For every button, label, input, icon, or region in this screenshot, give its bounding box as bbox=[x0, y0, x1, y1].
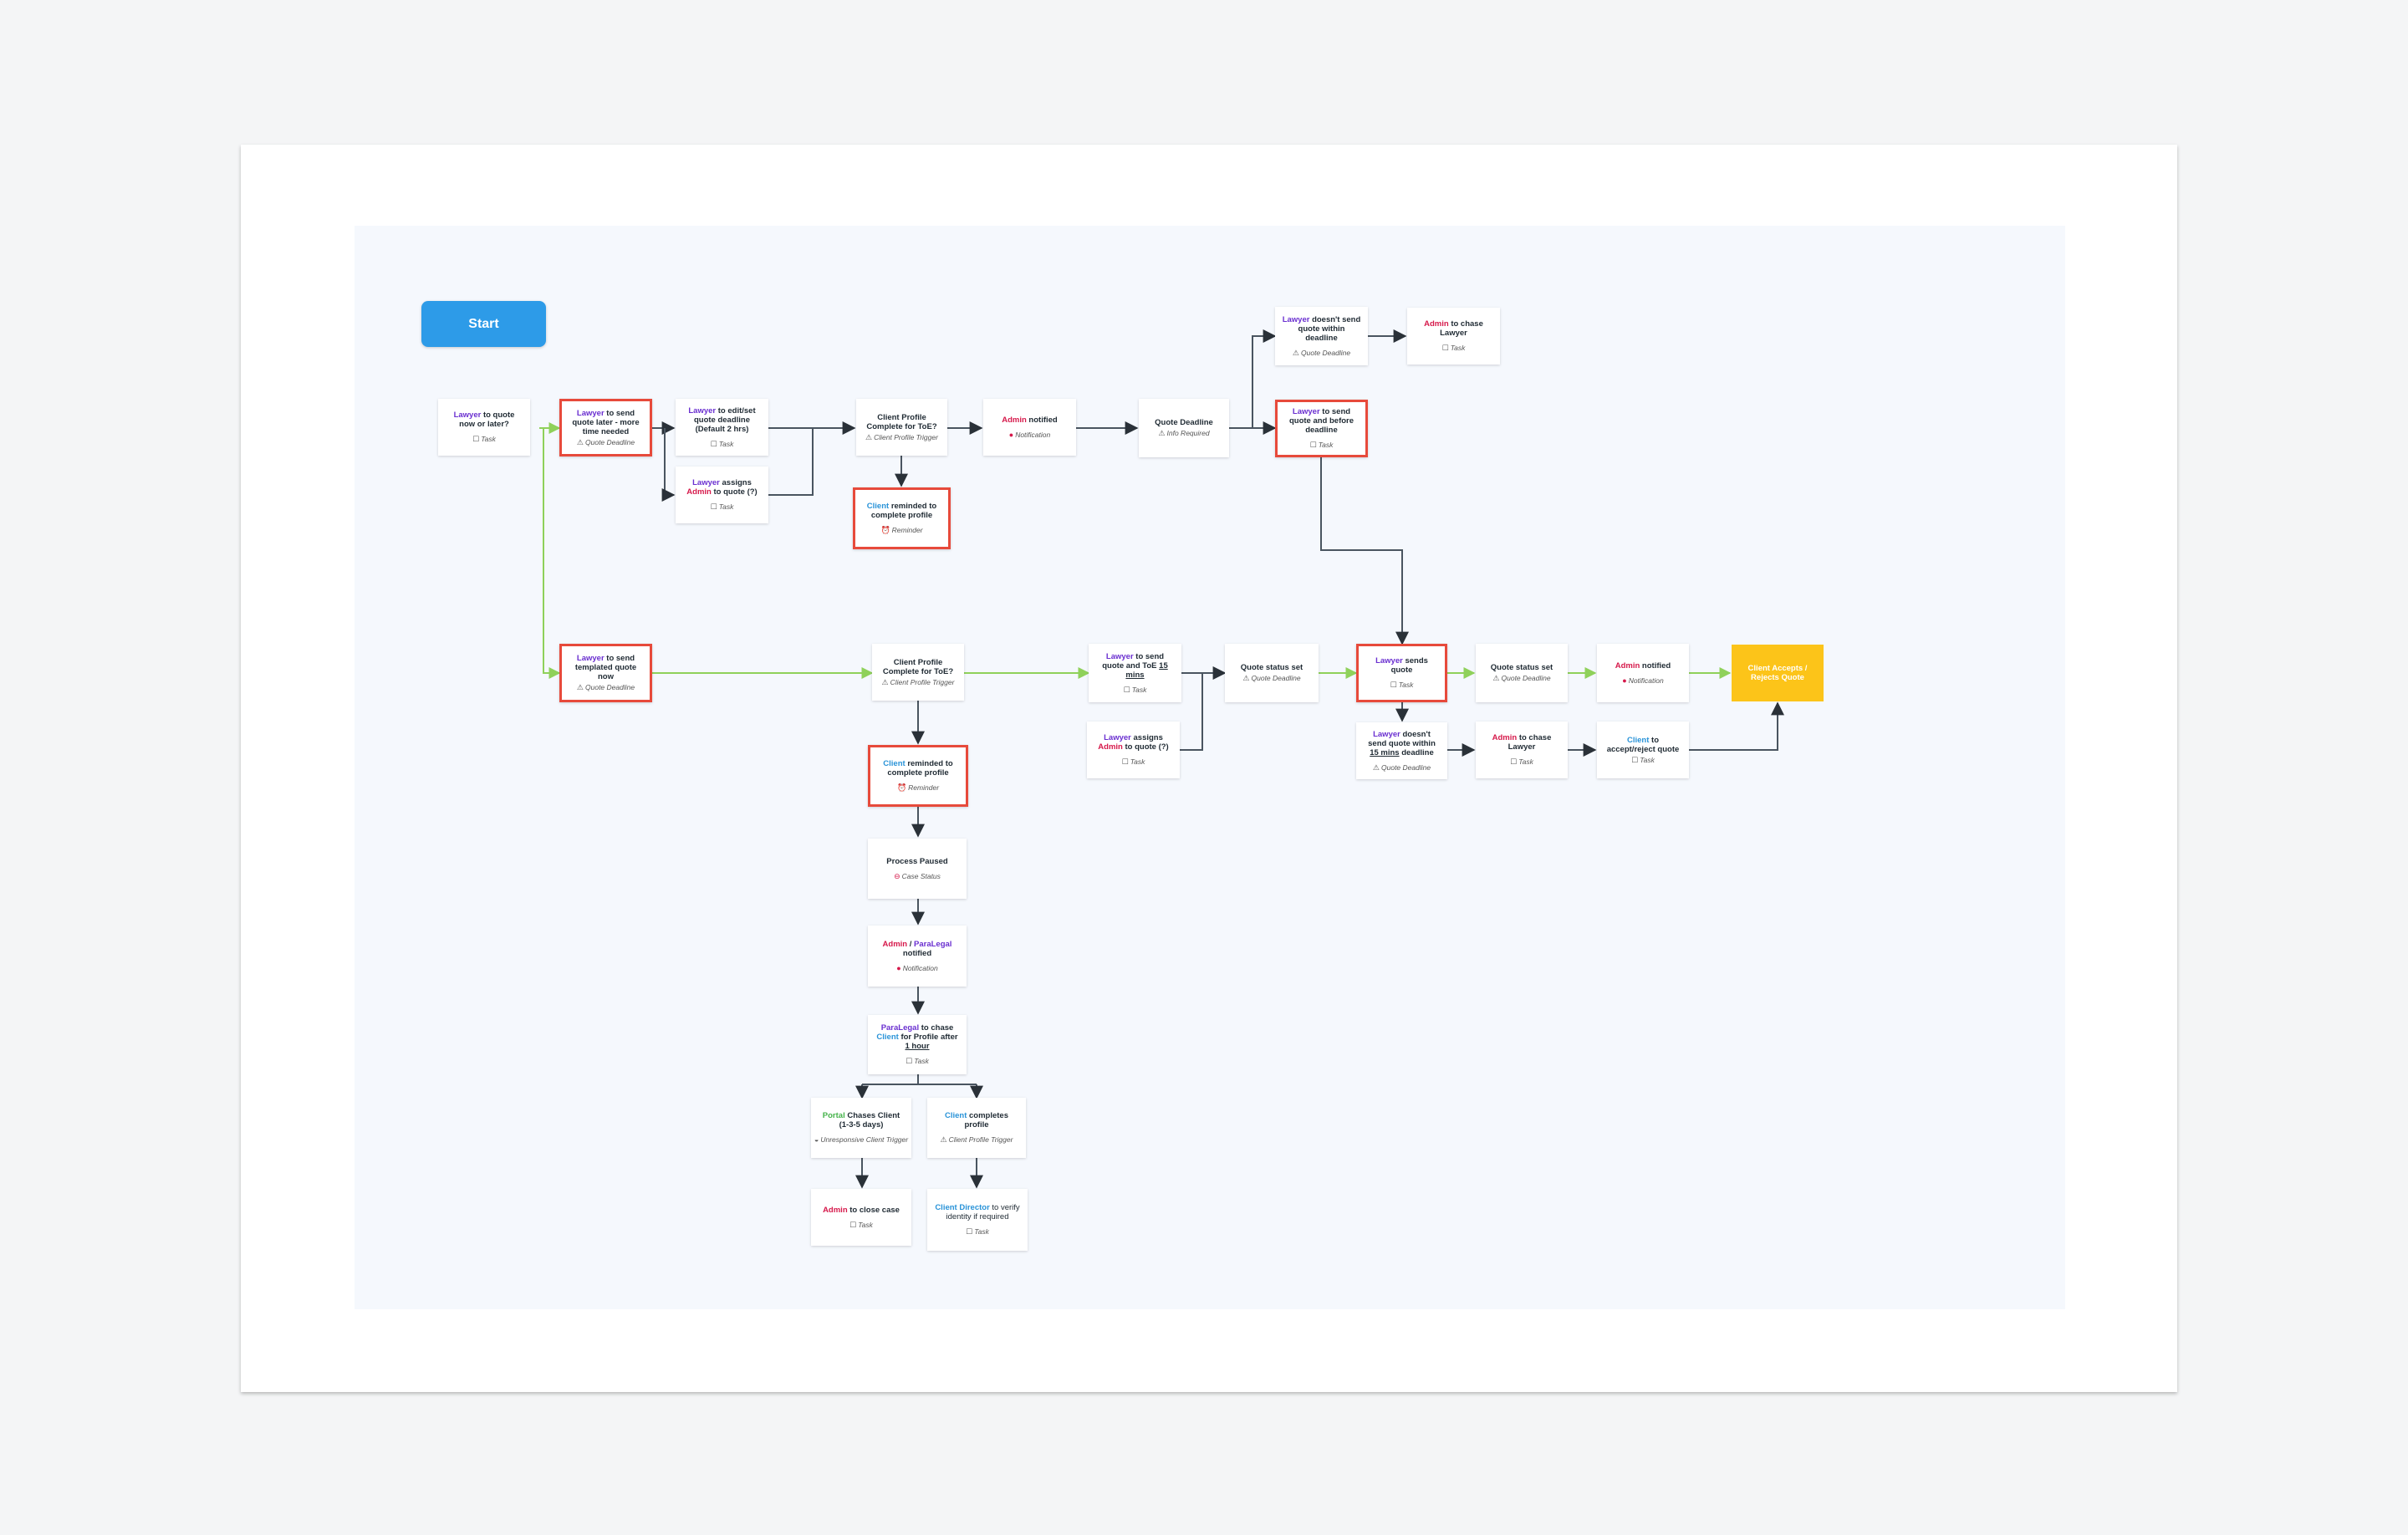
node-admin-notified-1[interactable]: Admin notified ●Notification bbox=[983, 399, 1076, 456]
warning-icon: ⚠ bbox=[1158, 429, 1166, 437]
role-admin: Admin bbox=[1492, 733, 1518, 742]
node-admin-chase-lawyer-1[interactable]: Admin to chase Lawyer ☐Task bbox=[1407, 308, 1500, 365]
task-icon: ☐ bbox=[1441, 344, 1449, 352]
role-paralegal: ParaLegal bbox=[914, 939, 952, 949]
role-paralegal: ParaLegal bbox=[880, 1023, 920, 1033]
role-client: Client bbox=[866, 502, 890, 511]
notification-pin-icon: ● bbox=[1622, 676, 1627, 685]
role-admin: Admin bbox=[686, 487, 712, 497]
role-lawyer: Lawyer bbox=[1104, 733, 1131, 742]
warning-icon: ⚠ bbox=[865, 432, 873, 441]
start-node[interactable]: Start bbox=[421, 301, 546, 347]
connector-assign2-to-status bbox=[1180, 673, 1203, 751]
role-admin: Admin bbox=[1002, 415, 1027, 425]
task-icon: ☐ bbox=[1510, 757, 1518, 766]
role-admin: Admin bbox=[1615, 660, 1640, 671]
connector-assign-to-profile bbox=[768, 428, 814, 496]
node-admin-close-case[interactable]: Admin to close case ☐Task bbox=[811, 1189, 911, 1246]
task-icon: ☐ bbox=[1123, 685, 1130, 694]
warning-icon: ⚠ bbox=[881, 677, 889, 686]
node-profile-complete-1[interactable]: Client Profile Complete for ToE? ⚠Client… bbox=[856, 399, 947, 456]
role-lawyer: Lawyer bbox=[1375, 656, 1403, 666]
role-client: Client bbox=[876, 1033, 899, 1042]
node-quote-status-1[interactable]: Quote status set ⚠Quote Deadline bbox=[1225, 644, 1319, 702]
connector-client-to-final bbox=[1689, 701, 1784, 751]
role-lawyer: Lawyer bbox=[453, 411, 482, 420]
node-lawyer-misses-deadline[interactable]: Lawyer doesn't send quote within deadlin… bbox=[1275, 307, 1368, 365]
node-assigns-admin-1[interactable]: Lawyer assigns Admin to quote (?) ☐Task bbox=[676, 467, 768, 523]
role-lawyer: Lawyer bbox=[576, 408, 605, 418]
role-client: Client bbox=[883, 759, 906, 768]
role-lawyer: Lawyer bbox=[1373, 729, 1400, 739]
warning-icon: ⚠ bbox=[940, 1135, 947, 1144]
task-icon: ☐ bbox=[710, 439, 717, 448]
warning-icon: ⚠ bbox=[1242, 674, 1250, 682]
role-lawyer: Lawyer bbox=[688, 405, 717, 416]
warning-icon: ⚠ bbox=[1372, 762, 1380, 772]
node-portal-chases-client[interactable]: Portal Chases Client (1-3-5 days) ◒Unres… bbox=[811, 1098, 911, 1158]
unresponsive-icon: ◒ bbox=[814, 1135, 819, 1144]
node-send-before-deadline[interactable]: Lawyer to send quote and before deadline… bbox=[1275, 400, 1368, 457]
task-icon: ☐ bbox=[472, 435, 480, 443]
node-quote-status-2[interactable]: Quote status set ⚠Quote Deadline bbox=[1476, 644, 1568, 702]
alarm-clock-icon: ⏰ bbox=[896, 783, 907, 792]
node-edit-quote-deadline[interactable]: Lawyer to edit/set quote deadline (Defau… bbox=[676, 399, 768, 456]
node-lawyer-misses-15[interactable]: Lawyer doesn't send quote within 15 mins… bbox=[1356, 722, 1447, 779]
task-icon: ☐ bbox=[710, 502, 717, 511]
node-assigns-admin-2[interactable]: Lawyer assigns Admin to quote (?) ☐Task bbox=[1087, 722, 1180, 778]
node-client-accept-reject[interactable]: Client to accept/reject quote ☐Task bbox=[1597, 722, 1689, 778]
notification-pin-icon: ● bbox=[896, 963, 901, 972]
node-client-reminded-2[interactable]: Client reminded to complete profile ⏰Rem… bbox=[868, 745, 968, 807]
node-admin-chase-lawyer-2[interactable]: Admin to chase Lawyer ☐Task bbox=[1476, 722, 1568, 778]
node-quote-now-or-later[interactable]: Lawyer to quote now or later? ☐Task bbox=[438, 399, 530, 456]
connector-start-branch bbox=[543, 428, 561, 679]
role-portal: Portal bbox=[822, 1111, 845, 1120]
task-icon: ☐ bbox=[1390, 681, 1397, 689]
task-icon: ☐ bbox=[906, 1057, 913, 1065]
connector-send-to-sends bbox=[1320, 457, 1409, 645]
role-lawyer: Lawyer bbox=[692, 478, 720, 487]
node-client-completes-profile[interactable]: Client completes profile ⚠Client Profile… bbox=[927, 1098, 1026, 1158]
node-director-verify[interactable]: Client Director to verify identity if re… bbox=[927, 1189, 1028, 1251]
role-admin: Admin bbox=[1424, 319, 1449, 329]
connector-chase-split bbox=[862, 1074, 977, 1085]
connector-deadline-to-miss bbox=[1252, 329, 1277, 428]
role-client-director: Client Director bbox=[935, 1203, 990, 1212]
node-paralegal-chase[interactable]: ParaLegal to chase Client for Profile af… bbox=[868, 1015, 967, 1074]
notification-pin-icon: ● bbox=[1008, 430, 1014, 439]
node-lawyer-sends-quote[interactable]: Lawyer sends quote ☐Task bbox=[1356, 644, 1447, 702]
connector-later-to-assign bbox=[661, 428, 676, 502]
role-admin: Admin bbox=[882, 939, 908, 949]
task-icon: ☐ bbox=[966, 1227, 973, 1236]
node-admin-notified-2[interactable]: Admin notified ●Notification bbox=[1597, 644, 1689, 702]
node-admin-paralegal-notified[interactable]: Admin / ParaLegal notified ●Notification bbox=[868, 926, 967, 987]
node-profile-complete-2[interactable]: Client Profile Complete for ToE? ⚠Client… bbox=[872, 644, 964, 701]
task-icon: ☐ bbox=[849, 1220, 857, 1229]
node-quote-deadline-1[interactable]: Quote Deadline ⚠Info Required bbox=[1139, 399, 1229, 457]
role-client: Client bbox=[944, 1111, 967, 1120]
warning-icon: ⚠ bbox=[1492, 674, 1500, 682]
warning-icon: ⚠ bbox=[576, 683, 584, 691]
node-send-quote-toe[interactable]: Lawyer to send quote and ToE 15 mins ☐Ta… bbox=[1089, 644, 1181, 702]
role-lawyer: Lawyer bbox=[1282, 314, 1310, 324]
case-status-icon: ⊖ bbox=[894, 871, 900, 880]
role-admin: Admin bbox=[823, 1205, 848, 1215]
role-lawyer: Lawyer bbox=[1292, 407, 1320, 416]
node-client-accepts-rejects[interactable]: Client Accepts / Rejects Quote bbox=[1732, 645, 1824, 701]
role-admin: Admin bbox=[1098, 742, 1123, 752]
node-send-templated-quote[interactable]: Lawyer to send templated quote now ⚠Quot… bbox=[559, 644, 652, 702]
node-send-quote-later[interactable]: Lawyer to send quote later - more time n… bbox=[559, 399, 652, 456]
task-icon: ☐ bbox=[1121, 757, 1129, 766]
role-lawyer: Lawyer bbox=[1105, 651, 1134, 661]
role-client: Client bbox=[1627, 735, 1650, 745]
task-icon: ☐ bbox=[1309, 441, 1317, 449]
warning-icon: ⚠ bbox=[1292, 348, 1299, 357]
role-lawyer: Lawyer bbox=[576, 654, 605, 663]
warning-icon: ⚠ bbox=[576, 437, 584, 446]
alarm-clock-icon: ⏰ bbox=[880, 526, 890, 534]
task-icon: ☐ bbox=[1631, 755, 1639, 764]
node-process-paused[interactable]: Process Paused ⊖Case Status bbox=[868, 839, 967, 899]
node-client-reminded-1[interactable]: Client reminded to complete profile ⏰Rem… bbox=[853, 487, 951, 549]
